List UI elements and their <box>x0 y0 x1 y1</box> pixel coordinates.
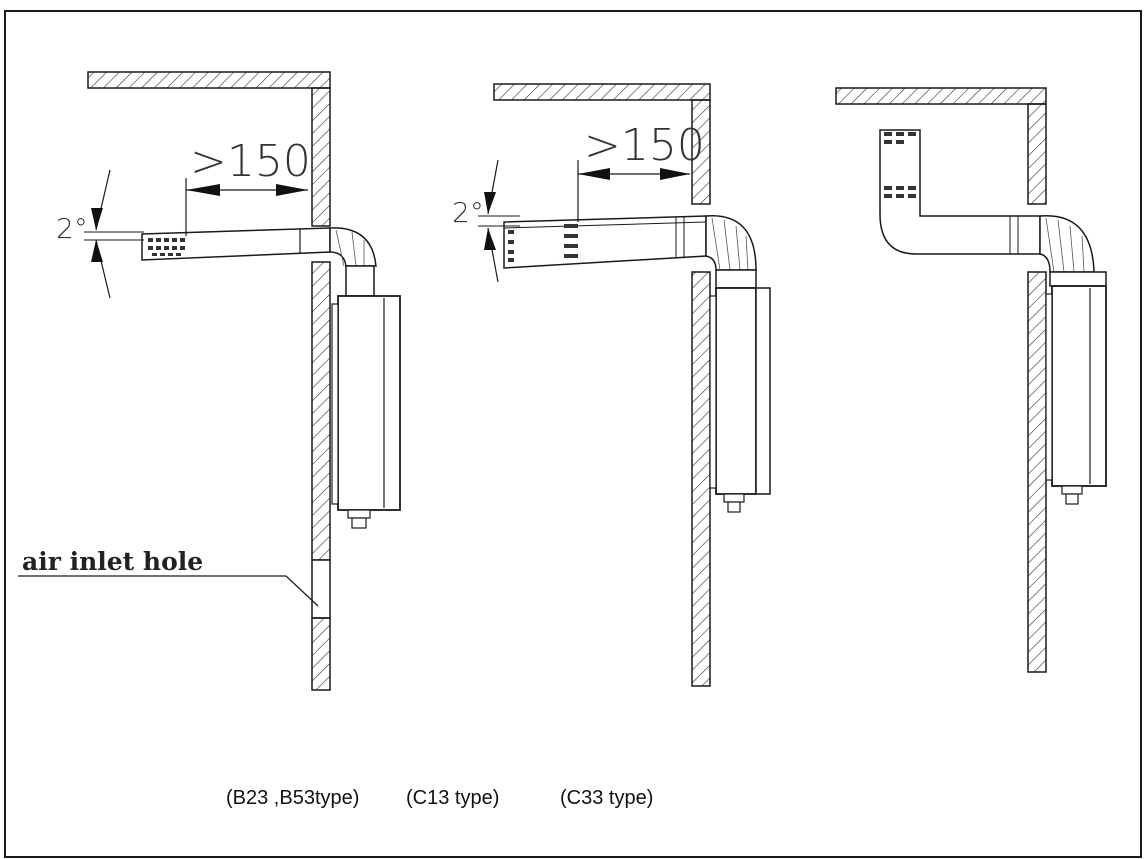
flue-terminal-grille <box>508 224 578 262</box>
wall-upper <box>691 99 711 205</box>
boiler-connectors <box>723 493 745 513</box>
air-inlet-hole <box>311 559 331 619</box>
boiler-unit <box>337 295 401 511</box>
caption-c13: (C13 type) <box>406 787 499 809</box>
flue-terminal-grille <box>884 132 916 198</box>
angle-label-1: 2° <box>56 212 88 245</box>
wall-bottom <box>311 617 331 691</box>
angle-label-2: 2° <box>452 196 484 229</box>
boiler-connectors <box>1061 485 1083 505</box>
panel-c13: >150 2° <box>452 83 771 687</box>
ceiling-slab <box>493 83 711 101</box>
vertical-flue-terminal <box>879 129 1041 255</box>
caption-c33: (C33 type) <box>560 787 653 809</box>
boiler-unit <box>715 287 757 495</box>
flue-collar <box>345 265 375 297</box>
wall-upper <box>311 87 331 227</box>
dimension-label-2: >150 <box>584 120 705 171</box>
dimension-label-1: >150 <box>190 136 311 187</box>
ceiling-slab <box>835 87 1047 105</box>
flue-elbow <box>1039 215 1095 273</box>
flue-collar <box>715 269 757 289</box>
diagram-frame <box>4 10 1142 858</box>
ceiling-slab <box>87 71 331 89</box>
flue-elbow <box>705 215 757 271</box>
wall-lower <box>311 261 331 561</box>
panel-c33 <box>835 87 1107 673</box>
wall-upper <box>1027 103 1047 205</box>
wall-lower <box>691 271 711 687</box>
flue-collar <box>1049 271 1107 287</box>
boiler-unit <box>1051 285 1107 487</box>
boiler-connectors <box>347 509 371 529</box>
flue-terminal-grille <box>148 238 185 256</box>
panel-b23-b53: >150 2° air inlet hole <box>18 71 401 691</box>
air-inlet-hole-label: air inlet hole <box>22 547 203 576</box>
wall-lower <box>1027 271 1047 673</box>
caption-b23-b53: (B23 ,B53type) <box>226 787 359 809</box>
